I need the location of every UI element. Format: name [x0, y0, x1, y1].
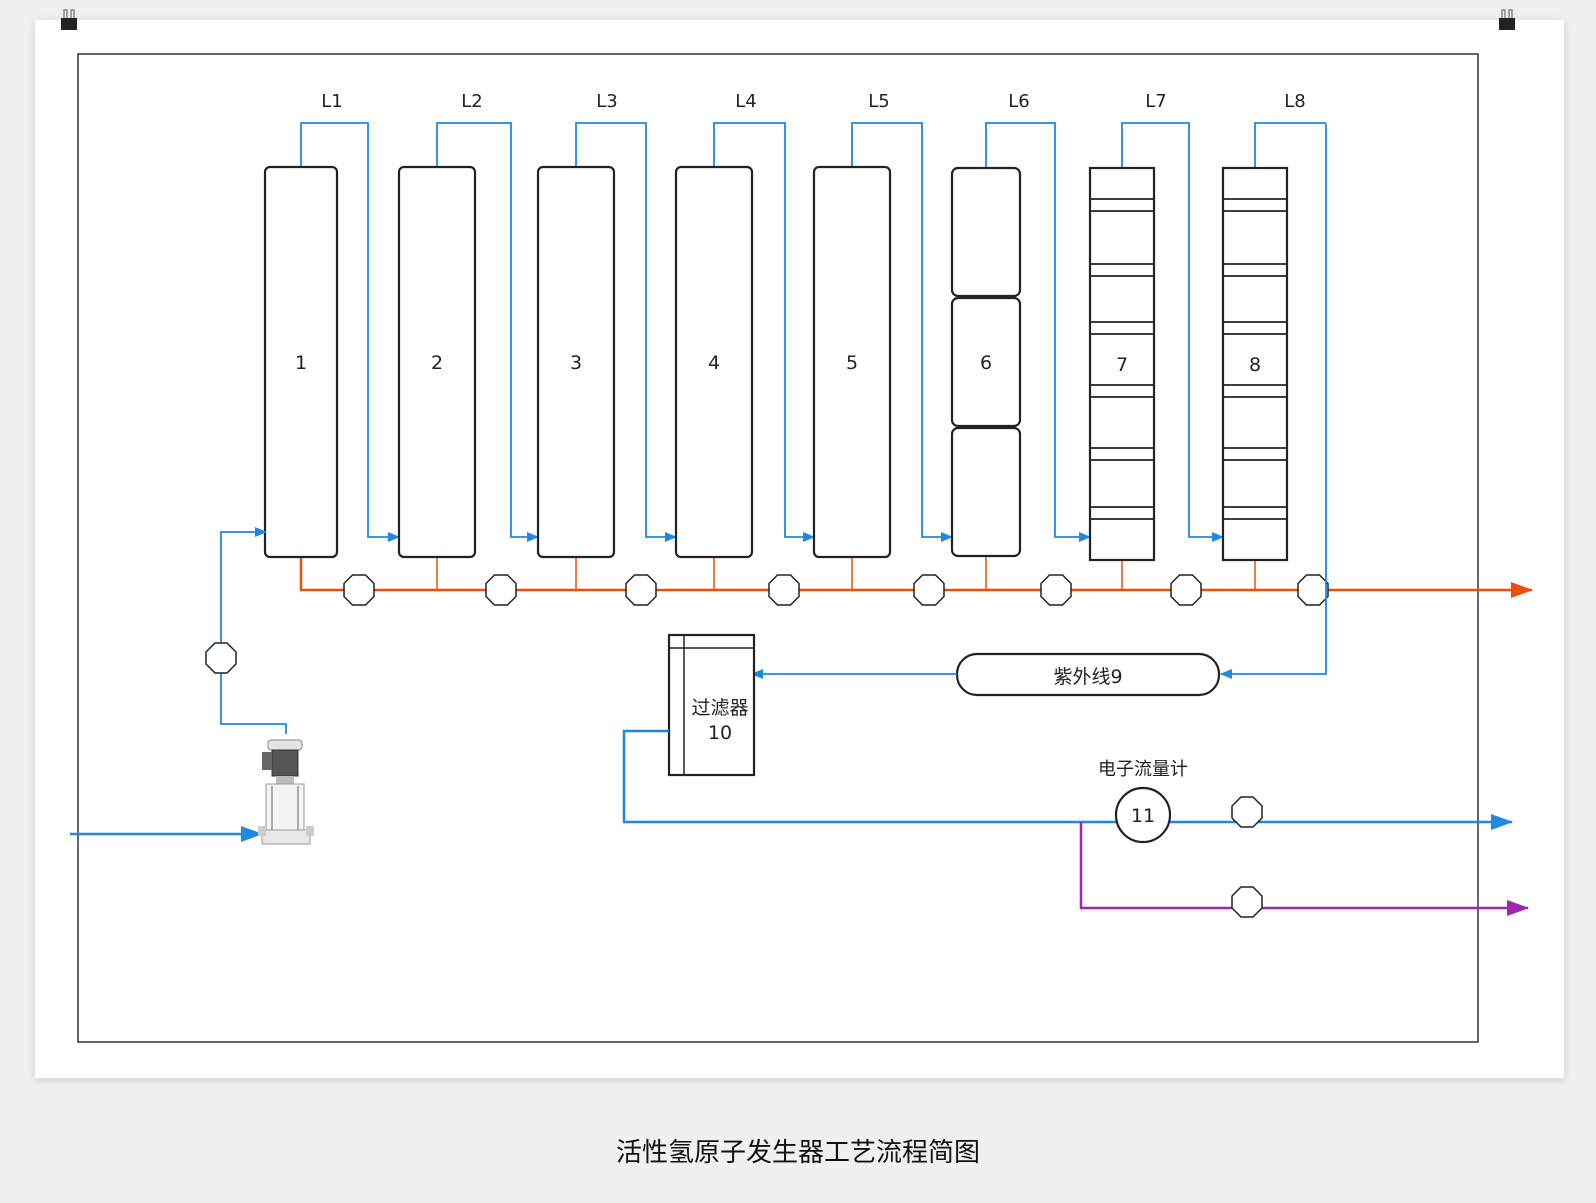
tank-4[interactable]: 4: [674, 165, 754, 559]
tank-7[interactable]: 7: [1088, 166, 1156, 562]
inlet-section: [70, 527, 314, 845]
line-label-l2: L2: [461, 91, 482, 112]
valve-icon[interactable]: [1170, 574, 1202, 606]
tank-6[interactable]: 6: [950, 166, 1022, 558]
line-label-l8: L8: [1284, 91, 1305, 112]
interconnect-pipe: [300, 122, 400, 542]
valve-icon[interactable]: [913, 574, 945, 606]
flowmeter-label: 11: [1131, 805, 1155, 827]
valve-icon[interactable]: [1231, 796, 1263, 828]
header-valves: [343, 574, 1329, 606]
tank-5[interactable]: 5: [812, 165, 892, 559]
interconnect-pipe: [713, 122, 815, 542]
line-label-l5: L5: [868, 91, 889, 112]
tank-row: 1 2 3 4 5 6 7 8: [263, 165, 1289, 562]
line-labels: L1 L2 L3 L4 L5 L6 L7 L8: [321, 91, 1305, 112]
outlet-section: 11 电子流量计: [622, 729, 1529, 918]
tank-label: 6: [980, 352, 992, 374]
valve-icon[interactable]: [343, 574, 375, 606]
tank-label: 4: [708, 352, 720, 374]
filter-label-line1: 过滤器: [691, 697, 748, 719]
tank-2[interactable]: 2: [397, 165, 477, 559]
tank-label: 5: [846, 352, 858, 374]
tank-1[interactable]: 1: [263, 165, 339, 559]
tank-label: 3: [570, 352, 582, 374]
valve-icon[interactable]: [1297, 574, 1329, 606]
binder-clip-icon: [61, 9, 77, 30]
line-label-l4: L4: [735, 91, 756, 112]
purple-branch-pipe: [1079, 822, 1529, 916]
binder-clip-icon: [1499, 9, 1515, 30]
interconnect-pipe: [1254, 122, 1326, 167]
tank-label: 1: [295, 352, 307, 374]
pump-discharge-pipe: [220, 527, 287, 734]
tank-label: 8: [1249, 354, 1261, 376]
interconnect-pipe: [1121, 122, 1224, 542]
line-label-l1: L1: [321, 91, 342, 112]
l8-to-uv-pipe: [1220, 124, 1327, 679]
filter-section: 过滤器 10: [667, 633, 756, 777]
interconnect-pipes: [300, 122, 1326, 542]
diagram-frame: [77, 53, 1479, 1043]
valve-icon[interactable]: [485, 574, 517, 606]
line-label-l7: L7: [1145, 91, 1166, 112]
line-label-l3: L3: [596, 91, 617, 112]
interconnect-pipe: [851, 122, 953, 542]
uv-section: 紫外线9: [751, 124, 1327, 697]
valve-icon[interactable]: [205, 642, 237, 674]
tank-3[interactable]: 3: [536, 165, 616, 559]
line-label-l6: L6: [1008, 91, 1029, 112]
flowmeter-title: 电子流量计: [1098, 759, 1188, 780]
valve-icon[interactable]: [1231, 886, 1263, 918]
interconnect-pipe: [436, 122, 539, 542]
flowmeter[interactable]: [1114, 786, 1172, 844]
filter-outlet-pipe: [622, 729, 1116, 824]
interconnect-pipe: [575, 122, 677, 542]
valve-icon[interactable]: [1040, 574, 1072, 606]
tank-label: 2: [431, 352, 443, 374]
filter-unit[interactable]: [667, 633, 756, 777]
filter-label-line2: 10: [708, 722, 732, 744]
interconnect-pipe: [985, 122, 1091, 542]
tank-label: 7: [1116, 354, 1128, 376]
tank-8[interactable]: 8: [1221, 166, 1289, 562]
uv-label: 紫外线9: [1053, 666, 1122, 688]
valve-icon[interactable]: [625, 574, 657, 606]
valve-icon[interactable]: [768, 574, 800, 606]
pump-icon[interactable]: [258, 739, 314, 845]
diagram-caption: 活性氢原子发生器工艺流程简图: [615, 1138, 980, 1168]
